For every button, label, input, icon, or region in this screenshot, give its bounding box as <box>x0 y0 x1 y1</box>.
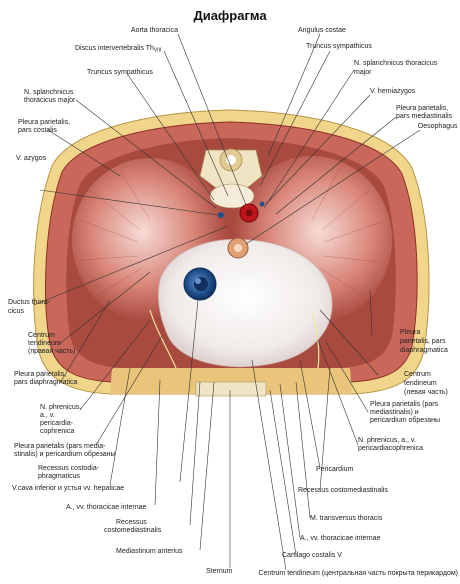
label-pleura-med-cut-left-2: mediastinalis) и <box>370 409 419 416</box>
label-n-phrenicus-right-2: a., v. <box>40 412 55 419</box>
label-recessus-costodiaphr-1: Recessus costodia- <box>38 465 100 472</box>
label-n-splanchnicus-right-1: N. splanchnicus <box>24 89 74 96</box>
label-m-transversus: M. transversus thoracis <box>310 515 383 522</box>
vertebra <box>199 148 263 209</box>
label-ductus-1: Ductus thora- <box>8 299 51 306</box>
label-recessus-costomed-right-2: costomediastinalis <box>104 527 162 534</box>
cross-section <box>33 109 430 397</box>
label-pleura-costalis-1: Pleura parietalis, <box>18 119 70 126</box>
label-n-phrenicus-right-4: cophrenica <box>40 428 74 435</box>
v-azygos <box>218 212 224 218</box>
muscle-striations <box>79 167 383 299</box>
label-recessus-costomed-right-1: Recessus <box>116 519 147 526</box>
label-recessus-costodiaphr-2: phragmaticus <box>38 473 81 480</box>
label-pleura-med-cut-right-2: stinalis) и pericardium обрезаны <box>14 450 116 458</box>
label-pleura-mediastinalis-1: Pleura parietalis, <box>396 105 448 112</box>
label-centrum-central: Centrum tendineum (центральная часть пок… <box>258 570 458 577</box>
label-angulus-costae: Angulus costae <box>298 27 346 34</box>
label-n-phrenicus-left-2: pericardiacophrenica <box>358 445 423 452</box>
label-a-vv-thoracicae-right: A., vv. thoracicae internae <box>66 504 147 511</box>
label-centrum-right-1: Centrum <box>28 332 55 339</box>
label-truncus-sympathicus-right: Truncus sympathicus <box>87 69 153 76</box>
label-aorta-thoracica: Aorta thoracica <box>131 27 178 34</box>
label-pleura-diaphr-left-3: diaphragmatica <box>400 347 448 354</box>
label-n-splanchnicus-left-1: N. splanchnicus thoracicus <box>354 60 438 67</box>
label-pleura-mediastinalis-2: pars mediastinalis <box>396 113 453 120</box>
label-n-phrenicus-right-1: N. phrenicus, <box>40 404 81 411</box>
centrum-tendineum <box>158 238 333 367</box>
label-pleura-diaphr-left-1: Pleura <box>400 329 420 336</box>
labels: Aorta thoracica Angulus costae Discus in… <box>8 27 458 577</box>
label-pleura-med-cut-left-1: Pleura parietalis (pars <box>370 401 439 408</box>
label-pericardium: Pericardium <box>316 466 354 473</box>
label-discus: Discus intervertebralis ThVIII <box>75 45 161 54</box>
label-centrum-left-1: Centrum <box>404 371 431 378</box>
label-n-phrenicus-right-3: pericardia- <box>40 420 74 427</box>
label-centrum-right-3: (правая часть) <box>28 348 75 355</box>
label-pleura-diaphr-left-2: parietalis, pars <box>400 338 446 345</box>
label-v-hemiazygos: V. hemiazygos <box>370 88 416 95</box>
label-truncus-sympathicus-left: Truncus sympathicus <box>306 43 372 50</box>
label-n-phrenicus-left-1: N. phrenicus, a., v. <box>358 437 416 444</box>
label-pleura-med-cut-left-3: pericardium обрезаны <box>370 416 440 424</box>
anterior-region <box>110 368 352 394</box>
label-pleura-diaphr-right-1: Pleura parietalis, <box>14 371 66 378</box>
label-centrum-left-2: tendineum <box>404 380 437 387</box>
label-oesophagus: Oesophagus <box>418 123 458 130</box>
label-pleura-diaphr-right-2: pars diaphragmatica <box>14 379 78 386</box>
label-ductus-2: cicus <box>8 308 24 315</box>
label-a-vv-thoracicae-left: A., vv. thoracicae internae <box>300 535 381 542</box>
label-mediastinum-anterius: Mediastinum anterius <box>116 548 183 555</box>
label-pleura-med-cut-right-1: Pleura parietalis (pars media- <box>14 443 106 450</box>
label-v-cava: V.cava inferior и устья vv. hepaticae <box>12 485 124 492</box>
v-hemiazygos <box>259 201 265 207</box>
leader-lines <box>33 33 421 571</box>
label-n-splanchnicus-right-2: thoracicus major <box>24 97 76 104</box>
page-title: Диафрагма <box>193 8 267 23</box>
label-n-splanchnicus-left-2: major <box>354 69 372 76</box>
label-pleura-costalis-2: pars costalis <box>18 127 57 134</box>
label-sternum: Sternum <box>206 568 233 575</box>
label-recessus-costomed-left: Recessus costomediastinalis <box>298 487 388 494</box>
label-v-azygos: V. azygos <box>16 155 47 162</box>
sternum <box>195 381 267 397</box>
label-centrum-left-3: (левая часть) <box>404 389 448 396</box>
label-cartilago: Cartilago costalis V <box>282 552 342 559</box>
label-centrum-right-2: tendineum <box>28 340 61 347</box>
